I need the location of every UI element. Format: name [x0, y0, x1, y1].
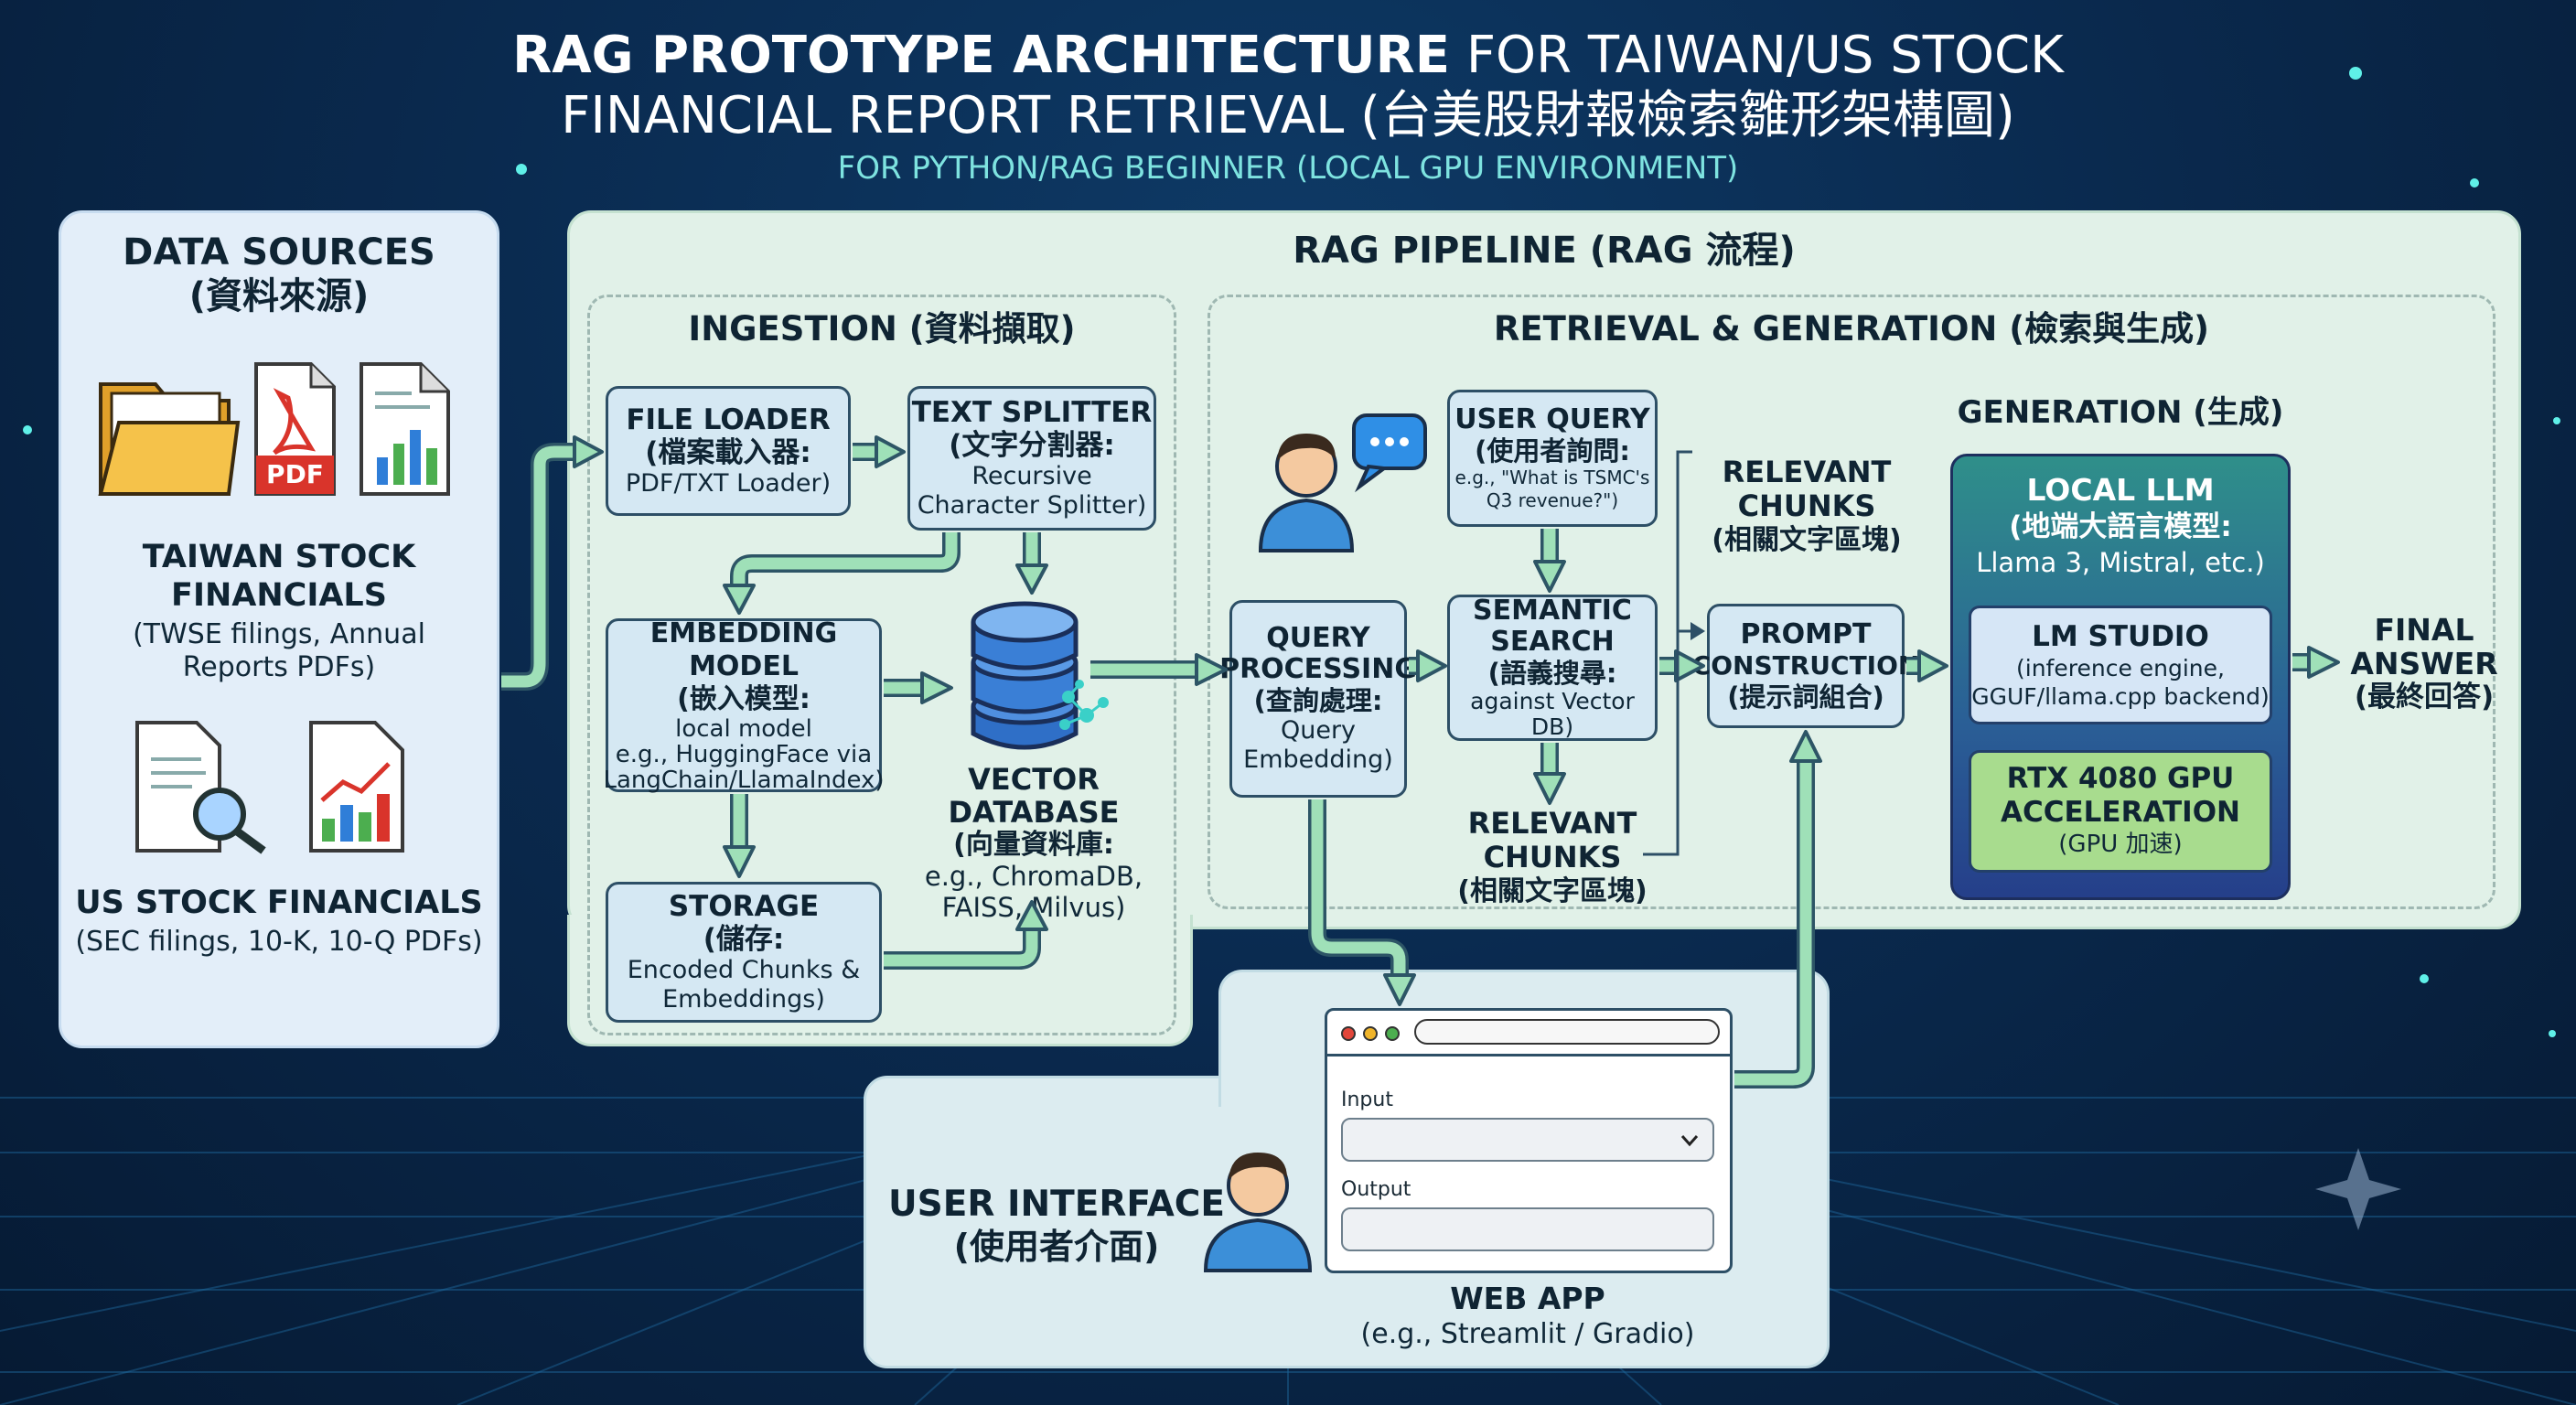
prompt-construction-box: PROMPT CONSTRUCTION (提示詞組合)	[1692, 604, 1919, 728]
maximize-dot-icon	[1385, 1026, 1400, 1041]
arrow-splitter-to-embedding	[723, 532, 961, 615]
vector-database-icon	[971, 601, 1109, 750]
arrow-embedding-to-database	[884, 671, 953, 704]
relevant-chunks-bottom: RELEVANT CHUNKS (相關文字區塊)	[1457, 806, 1648, 908]
pdf-label: PDF	[266, 459, 324, 489]
retrieval-title: RETRIEVAL & GENERATION (檢索與生成)	[1493, 309, 2210, 349]
web-app-label: WEB APP (e.g., Streamlit / Gradio)	[1360, 1281, 1695, 1350]
window-controls	[1341, 1023, 1405, 1045]
input-select[interactable]	[1341, 1118, 1714, 1162]
data-sources-title: DATA SOURCES (資料來源)	[123, 231, 435, 317]
pipeline-title: RAG PIPELINE (RAG 流程)	[1293, 230, 1796, 272]
user-query-box: USER QUERY (使用者詢問: e.g., "What is TSMC's…	[1447, 390, 1658, 527]
user-interface-label: USER INTERFACE (使用者介面)	[887, 1184, 1226, 1267]
chevron-down-icon	[1680, 1135, 1699, 1147]
source-icons-top	[98, 362, 450, 496]
input-label: Input	[1341, 1089, 1393, 1111]
minimize-dot-icon	[1363, 1026, 1378, 1041]
financial-chart-document-icon	[309, 721, 404, 853]
gpu-acceleration-box: RTX 4080 GPU ACCELERATION (GPU 加速)	[1969, 750, 2272, 873]
query-processing-box: QUERY PROCESSING (查詢處理: Query Embedding)	[1219, 600, 1417, 798]
page-title-line-2: FINANCIAL REPORT RETRIEVAL (台美股財報檢索雛形架構圖…	[561, 86, 2015, 145]
arrow-embedding-to-storage	[723, 794, 756, 878]
chat-bubble-icon	[1352, 413, 1427, 493]
generation-title: GENERATION (生成)	[1957, 394, 2284, 431]
file-loader-box: FILE LOADER (檔案載入器: PDF/TXT Loader)	[606, 386, 851, 516]
relevant-chunks-top: RELEVANT CHUNKS (相關文字區塊)	[1712, 455, 1902, 557]
data-sources-panel	[59, 210, 499, 1048]
final-answer-label: FINAL ANSWER (最終回答)	[2350, 612, 2498, 713]
local-llm-label: LOCAL LLM (地端大語言模型: Llama 3, Mistral, et…	[1976, 472, 2265, 578]
connector-chunks-to-prompt	[1643, 450, 1705, 856]
user-query-person-icon	[1258, 413, 1427, 552]
arrow-llm-to-final-answer	[2292, 646, 2340, 679]
storage-box: STORAGE (儲存: Encoded Chunks & Embeddings…	[606, 882, 882, 1023]
semantic-search-box: SEMANTIC SEARCH (語義搜尋: against Vector DB…	[1447, 595, 1658, 741]
arrow-search-to-relevant-chunks	[1533, 743, 1566, 805]
pdf-file-icon	[254, 362, 336, 496]
page-subtitle: FOR PYTHON/RAG BEGINNER (LOCAL GPU ENVIR…	[837, 150, 1739, 187]
retrieval-section	[1208, 295, 2496, 909]
ingestion-title: INGESTION (資料擷取)	[688, 309, 1076, 349]
page-title: RAG PROTOTYPE ARCHITECTURE FOR TAIWAN/US…	[512, 26, 2064, 85]
us-financials: US STOCK FINANCIALS (SEC filings, 10-K, …	[75, 885, 483, 958]
chart-document-icon	[360, 362, 450, 496]
arrow-search-to-prompt	[1659, 649, 1705, 682]
lm-studio-box: LM STUDIO (inference engine, GGUF/llama.…	[1969, 606, 2272, 724]
arrow-query-processing-to-search	[1409, 649, 1447, 682]
arrow-user-query-to-search	[1533, 529, 1566, 593]
folder-icon	[98, 382, 241, 496]
address-bar[interactable]	[1414, 1019, 1720, 1045]
arrow-database-to-query-processing	[1090, 653, 1228, 686]
arrow-file-loader-to-splitter	[853, 435, 906, 468]
taiwan-financials: TAIWAN STOCK FINANCIALS (TWSE filings, A…	[133, 539, 425, 683]
arrow-prompt-to-llm	[1906, 649, 1948, 682]
arrow-web-app-to-prompt	[1734, 730, 1822, 1089]
output-label: Output	[1341, 1178, 1411, 1201]
arrow-storage-to-database	[884, 900, 1048, 970]
arrow-sources-to-file-loader	[501, 435, 604, 691]
close-dot-icon	[1341, 1026, 1356, 1041]
arrow-query-processing-to-web-app	[1308, 799, 1416, 1006]
output-field	[1341, 1207, 1714, 1251]
text-splitter-box: TEXT SPLITTER (文字分割器: Recursive Characte…	[907, 386, 1156, 531]
window-divider	[1325, 1054, 1733, 1056]
document-search-icon	[135, 721, 266, 854]
embedding-model-box: EMBEDDING MODEL (嵌入模型: local model e.g.,…	[603, 617, 885, 794]
user-person-icon	[1203, 1153, 1313, 1272]
source-icons-bottom	[135, 721, 404, 854]
arrow-splitter-to-database	[1015, 532, 1048, 595]
